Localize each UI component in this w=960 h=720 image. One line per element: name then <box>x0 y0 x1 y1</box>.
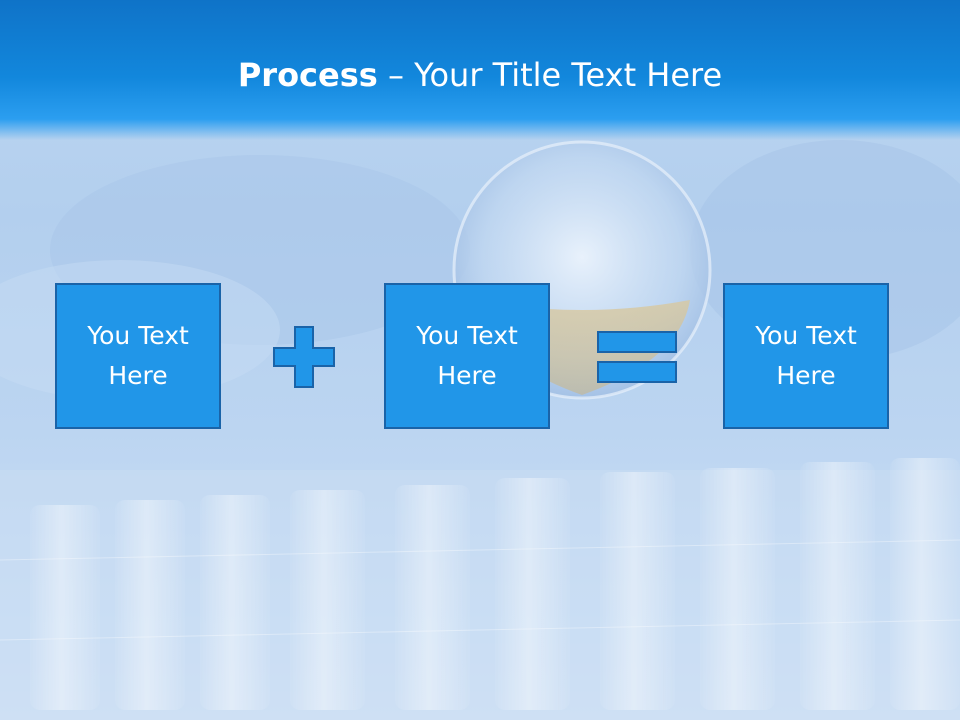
equals-icon <box>597 331 677 383</box>
process-box-3-text: You Text Here <box>755 321 857 390</box>
process-box-1-text: You Text Here <box>87 321 189 390</box>
process-box-3[interactable]: You Text Here <box>723 283 889 429</box>
slide-title[interactable]: Process – Your Title Text Here <box>0 54 960 96</box>
title-bar <box>0 0 960 140</box>
title-bold-text: Process <box>237 56 378 94</box>
process-box-2[interactable]: You Text Here <box>384 283 550 429</box>
plus-icon <box>273 326 335 388</box>
title-rest-text: – Your Title Text Here <box>377 56 723 94</box>
process-box-2-text: You Text Here <box>416 321 518 390</box>
process-box-1[interactable]: You Text Here <box>55 283 221 429</box>
